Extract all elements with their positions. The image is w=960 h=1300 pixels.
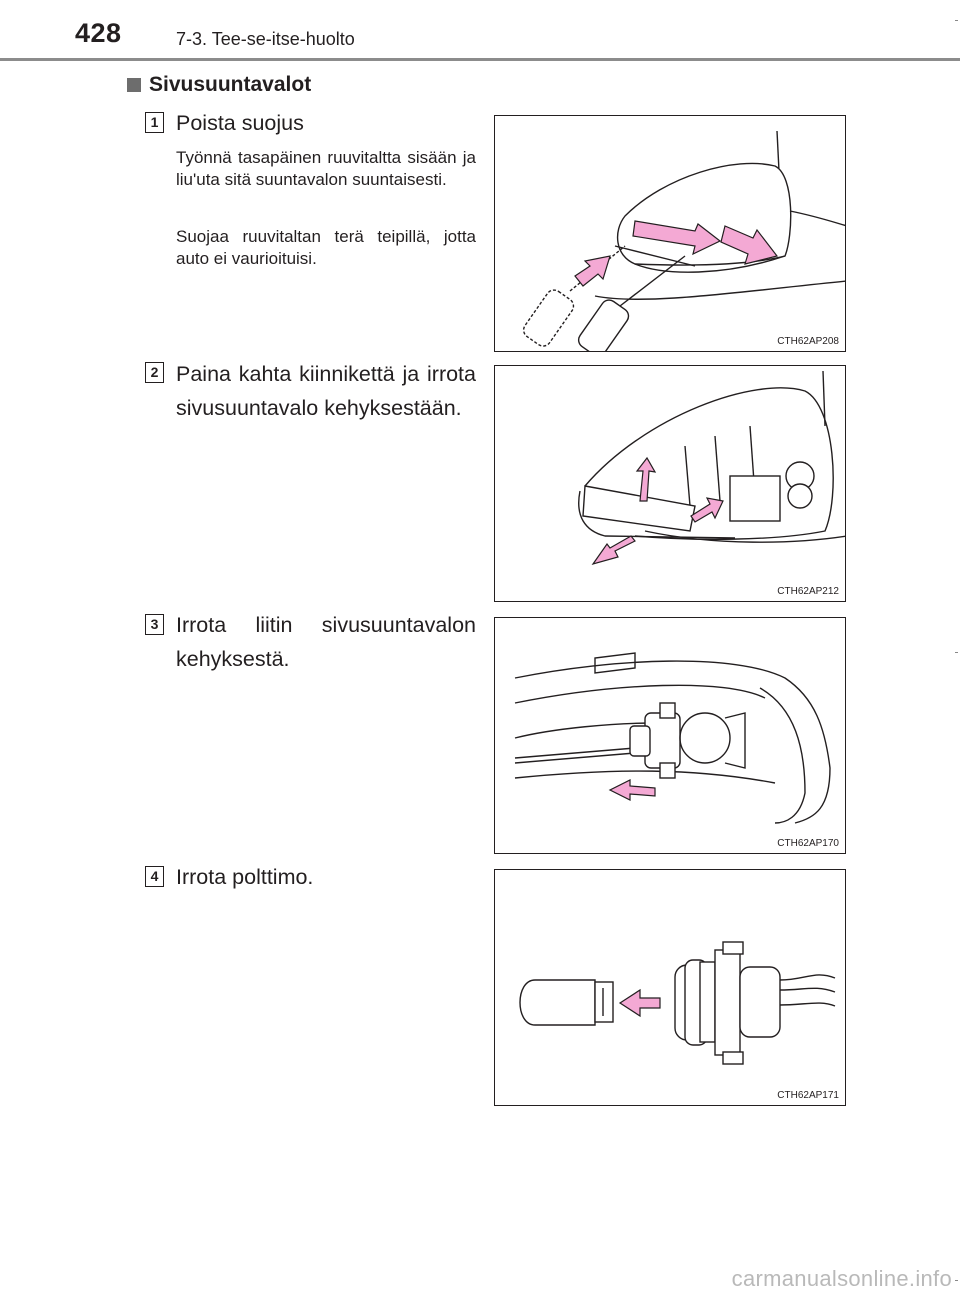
figure-step-4: CTH62AP171 xyxy=(494,869,846,1106)
bulb-removal-illustration xyxy=(519,941,836,1065)
square-bullet-icon xyxy=(127,78,141,92)
watermark: carmanualsonline.info xyxy=(731,1266,952,1291)
step-title: Irrota polttimo. xyxy=(176,865,314,889)
header-rule xyxy=(0,58,960,61)
page-edge-tick xyxy=(955,20,958,21)
figure-code: CTH62AP171 xyxy=(777,1090,839,1101)
page-edge-tick xyxy=(955,652,958,653)
section-heading-text: Sivusuuntavalot xyxy=(149,73,312,96)
step-title: Poista suojus xyxy=(176,111,304,135)
step-number-badge: 4 xyxy=(145,866,164,887)
step-note: Työnnä tasapäinen ruuvitaltta sisään ja … xyxy=(176,148,476,189)
step-title: Paina kahta kiinnikettä ja irrota sivusu… xyxy=(176,362,476,420)
mirror-cover-removal-illustration xyxy=(522,130,845,351)
step-number-badge: 1 xyxy=(145,112,164,133)
chapter-title: 7-3. Tee-se-itse-huolto xyxy=(176,29,355,49)
connector-removal-illustration xyxy=(514,652,831,824)
figure-code: CTH62AP170 xyxy=(777,838,839,849)
page-edge-tick xyxy=(955,1280,958,1281)
figure-code: CTH62AP212 xyxy=(777,586,839,597)
figure-code: CTH62AP208 xyxy=(777,336,839,347)
step-title: Irrota liitin sivusuuntavalon kehyksestä… xyxy=(176,613,476,671)
section-heading: Sivusuuntavalot xyxy=(127,73,311,97)
figure-step-3: CTH62AP170 xyxy=(494,617,846,854)
figure-step-1: CTH62AP208 xyxy=(494,115,846,352)
step-note: Suojaa ruuvitaltan terä teipillä, jotta … xyxy=(176,227,476,268)
step-number-badge: 3 xyxy=(145,614,164,635)
page-number: 428 xyxy=(75,18,122,48)
figure-step-2: CTH62AP212 xyxy=(494,365,846,602)
step-number-badge: 2 xyxy=(145,362,164,383)
mirror-clip-release-illustration xyxy=(578,370,845,566)
